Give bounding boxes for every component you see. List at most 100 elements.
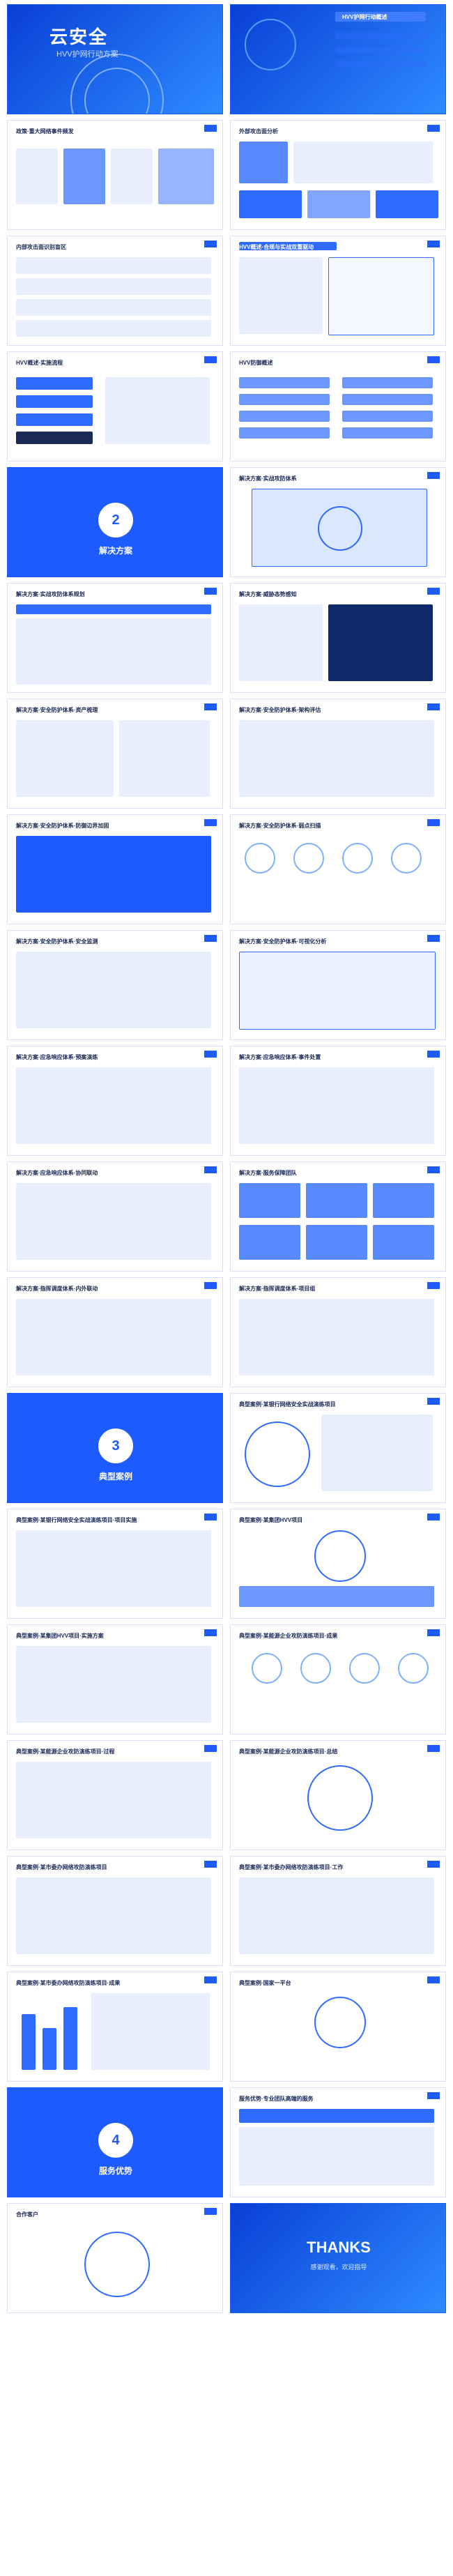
page-number-tag bbox=[427, 1051, 440, 1058]
slide-title: 解决方案·安全防护体系·安全监测 bbox=[16, 938, 98, 945]
table-block bbox=[16, 1530, 211, 1607]
star-icon bbox=[398, 1653, 429, 1684]
slide-title: 解决方案·应急响应体系·预案演练 bbox=[16, 1054, 98, 1060]
bar-chart-bar bbox=[63, 2007, 77, 2070]
slide-title: 外部攻击面分析 bbox=[239, 128, 278, 135]
slide: 典型案例·某能源企业攻防演练项目·过程 bbox=[7, 1740, 223, 1850]
slide-title: 典型案例·国家一平台 bbox=[239, 1980, 291, 1986]
slide-title: 解决方案·安全防护体系·防御边界加固 bbox=[16, 823, 109, 829]
page-number-tag bbox=[427, 819, 440, 826]
table-block bbox=[16, 618, 211, 685]
text-block bbox=[239, 1877, 434, 1954]
slide: 典型案例·某集团HVV项目 bbox=[230, 1509, 446, 1619]
agenda-item bbox=[335, 12, 426, 22]
slide: 典型案例·某集团HVV项目·实施方案 bbox=[7, 1624, 223, 1735]
section-label: 服务优势 bbox=[98, 2166, 132, 2176]
section-number: 4 bbox=[98, 2123, 133, 2158]
diagram-block bbox=[328, 257, 434, 335]
slide-title: 典型案例·某银行网络安全实战演练项目·项目实施 bbox=[16, 1517, 137, 1523]
dashboard-screenshot bbox=[328, 604, 433, 681]
text-block bbox=[16, 952, 211, 1028]
list-item bbox=[239, 394, 330, 405]
list-item bbox=[239, 427, 330, 439]
content-block bbox=[376, 190, 438, 218]
news-image bbox=[63, 148, 105, 204]
slide-title: HVV防御概述 bbox=[239, 360, 273, 366]
slide: 解决方案·指挥调度体系·项目组 bbox=[230, 1277, 446, 1387]
slide: 政策·重大网络事件频发 bbox=[7, 120, 223, 230]
slide-title: 典型案例·某银行网络安全实战演练项目 bbox=[239, 1401, 336, 1408]
page-number-tag bbox=[204, 703, 217, 710]
team-card bbox=[306, 1183, 367, 1218]
medal-icon bbox=[300, 1653, 331, 1684]
text-block bbox=[119, 720, 210, 797]
slide: HVV概述·实施流程 bbox=[7, 351, 223, 462]
cover-slide: 云安全 HVV护网行动方案 bbox=[7, 4, 223, 114]
page-number-tag bbox=[204, 588, 217, 595]
page-number-tag bbox=[427, 472, 440, 479]
slide: 外部攻击面分析 bbox=[230, 120, 446, 230]
diagram-block bbox=[16, 1299, 211, 1375]
team-card bbox=[373, 1225, 434, 1260]
slide: 解决方案·实战攻防体系 bbox=[230, 467, 446, 577]
scan-icon bbox=[293, 843, 324, 874]
page-number-tag bbox=[204, 1976, 217, 1983]
slide-title: 解决方案·应急响应体系·事件处置 bbox=[239, 1054, 321, 1060]
bank-graphic bbox=[245, 1422, 310, 1487]
text-block bbox=[239, 604, 323, 681]
page-number-tag bbox=[427, 1398, 440, 1405]
flowchart bbox=[16, 1183, 211, 1260]
content-image bbox=[239, 142, 288, 183]
ending-slide: THANKS 感谢观看，欢迎指导 bbox=[230, 2203, 446, 2313]
text-block bbox=[16, 320, 211, 337]
bar-chart-bar bbox=[22, 2014, 36, 2070]
agenda-item bbox=[335, 47, 426, 54]
slide: 解决方案·应急响应体系·预案演练 bbox=[7, 1046, 223, 1156]
list-item bbox=[342, 427, 433, 439]
slide-title: 解决方案·安全防护体系·资产梳理 bbox=[16, 707, 98, 713]
section-number: 2 bbox=[98, 503, 133, 538]
page-number-tag bbox=[427, 1282, 440, 1289]
slide-agenda: HVV护网行动概述 bbox=[230, 4, 446, 114]
page-number-tag bbox=[204, 1166, 217, 1173]
text-block bbox=[239, 2127, 434, 2186]
page-number-tag bbox=[427, 1976, 440, 1983]
slide-title: HVV概述·实施流程 bbox=[16, 360, 63, 366]
text-block bbox=[239, 257, 323, 334]
page-number-tag bbox=[204, 1629, 217, 1636]
slide: 解决方案·应急响应体系·协同联动 bbox=[7, 1161, 223, 1272]
list-item bbox=[239, 411, 330, 422]
slide: 典型案例·某能源企业攻防演练项目·总结 bbox=[230, 1740, 446, 1850]
trophy-icon bbox=[252, 1653, 282, 1684]
page-number-tag bbox=[427, 588, 440, 595]
title-banner bbox=[239, 242, 337, 250]
page-number-tag bbox=[427, 1514, 440, 1521]
slide-title: 典型案例·某市委办网络攻防演练项目·工作 bbox=[239, 1864, 344, 1870]
table-block bbox=[91, 1993, 210, 2070]
slide-title: HVV护网行动概述 bbox=[342, 14, 387, 20]
slide-title: 解决方案·安全防护体系·架构评估 bbox=[239, 707, 321, 713]
team-card bbox=[239, 1183, 300, 1218]
text-block bbox=[16, 1877, 211, 1954]
content-block bbox=[307, 190, 370, 218]
text-block bbox=[16, 299, 211, 316]
page-number-tag bbox=[204, 356, 217, 363]
content-block bbox=[239, 190, 302, 218]
slide: 解决方案·安全防护体系·弱点扫描 bbox=[230, 814, 446, 924]
slide-title: 典型案例·某能源企业攻防演练项目·总结 bbox=[239, 1748, 338, 1755]
page-number-tag bbox=[204, 1861, 217, 1868]
slide: 解决方案·安全防护体系·资产梳理 bbox=[7, 699, 223, 809]
slide: 典型案例·某银行网络安全实战演练项目 bbox=[230, 1393, 446, 1503]
slide-title: HVV概述·合规与实战双重驱动 bbox=[239, 244, 314, 250]
slide: 典型案例·某市委办网络攻防演练项目·成果 bbox=[7, 1972, 223, 2082]
slide-title: 解决方案·实战攻防体系规划 bbox=[16, 591, 85, 597]
section-slide: 4 服务优势 bbox=[7, 2087, 223, 2197]
page-number-tag bbox=[204, 125, 217, 132]
content-block bbox=[293, 142, 433, 183]
slide: 解决方案·安全防护体系·防御边界加固 bbox=[7, 814, 223, 924]
slide-title: 合作客户 bbox=[16, 2211, 38, 2218]
page-number-tag bbox=[427, 2092, 440, 2099]
team-card bbox=[373, 1183, 434, 1218]
page-number-tag bbox=[427, 125, 440, 132]
page-number-tag bbox=[427, 935, 440, 942]
